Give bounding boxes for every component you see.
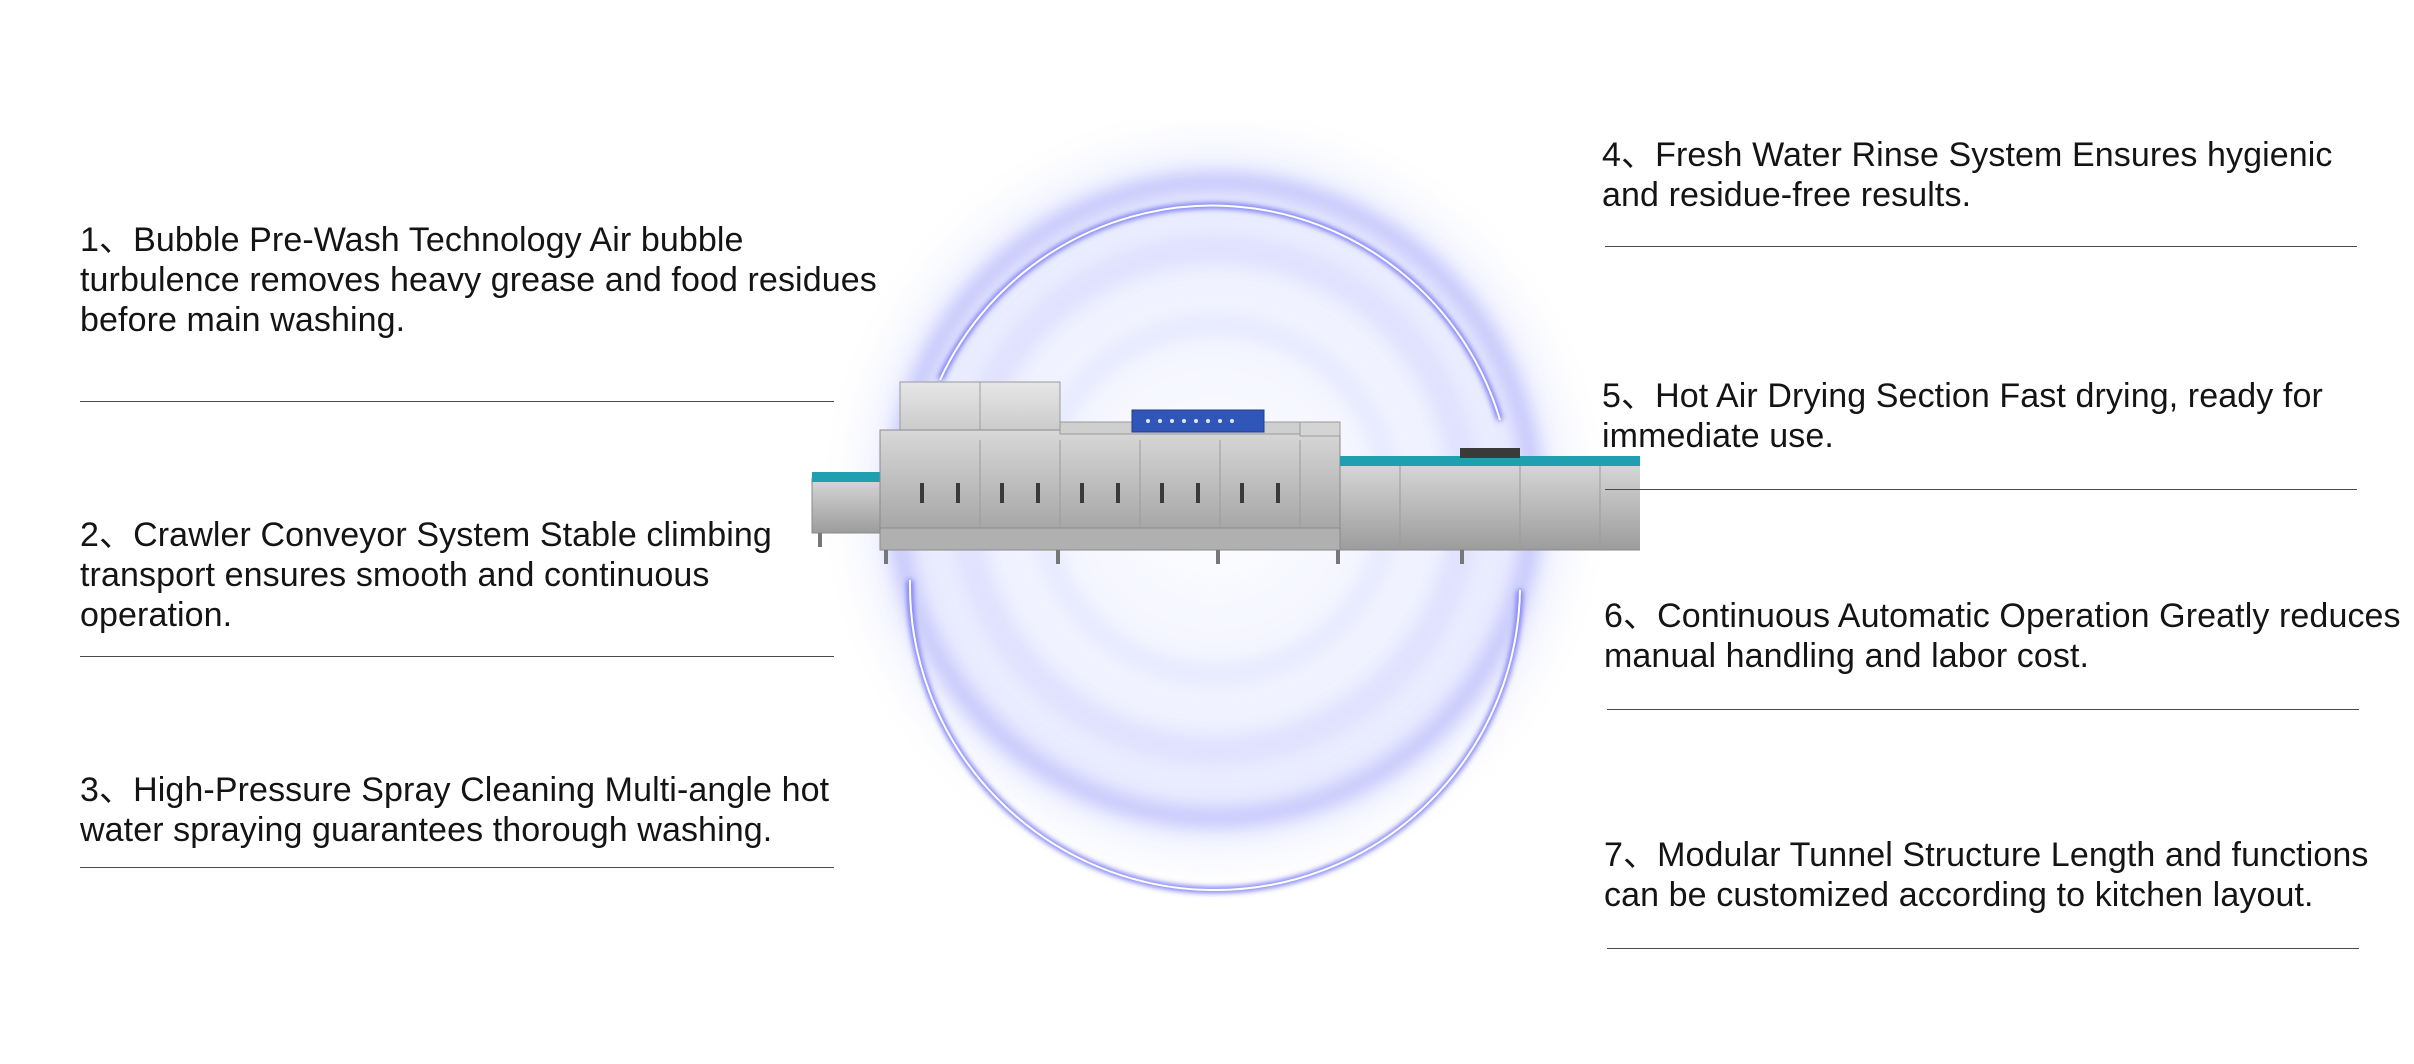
feature-7-divider xyxy=(1607,948,2359,949)
tunnel-dishwasher-illustration xyxy=(811,381,1640,564)
feature-4-text: 4、Fresh Water Rinse System Ensures hygie… xyxy=(1602,136,2333,214)
feature-6: 6、Continuous Automatic Operation Greatly… xyxy=(1604,596,2404,676)
feature-1-text: 1、Bubble Pre-Wash Technology Air bubble … xyxy=(80,221,877,339)
feature-5: 5、Hot Air Drying Section Fast drying, re… xyxy=(1602,376,2382,456)
feature-2: 2、Crawler Conveyor System Stable climbin… xyxy=(80,515,800,635)
feature-5-divider xyxy=(1605,489,2357,490)
feature-4-divider xyxy=(1605,246,2357,247)
feature-3: 3、High-Pressure Spray Cleaning Multi-ang… xyxy=(80,770,880,850)
feature-1: 1、Bubble Pre-Wash Technology Air bubble … xyxy=(80,220,880,340)
feature-3-divider xyxy=(80,867,834,868)
feature-6-divider xyxy=(1607,709,2359,710)
feature-6-text: 6、Continuous Automatic Operation Greatly… xyxy=(1604,597,2401,675)
glow-arc-bottom-core xyxy=(908,579,1521,891)
glow-arc-top-core xyxy=(939,204,1501,421)
feature-2-divider xyxy=(80,656,834,657)
feature-3-text: 3、High-Pressure Spray Cleaning Multi-ang… xyxy=(80,771,830,849)
feature-7-text: 7、Modular Tunnel Structure Length and fu… xyxy=(1604,836,2369,914)
feature-4: 4、Fresh Water Rinse System Ensures hygie… xyxy=(1602,135,2382,215)
feature-5-text: 5、Hot Air Drying Section Fast drying, re… xyxy=(1602,377,2323,455)
feature-2-text: 2、Crawler Conveyor System Stable climbin… xyxy=(80,516,772,634)
feature-7: 7、Modular Tunnel Structure Length and fu… xyxy=(1604,835,2414,915)
feature-1-divider xyxy=(80,401,834,402)
dishwasher-visual xyxy=(811,120,1640,900)
